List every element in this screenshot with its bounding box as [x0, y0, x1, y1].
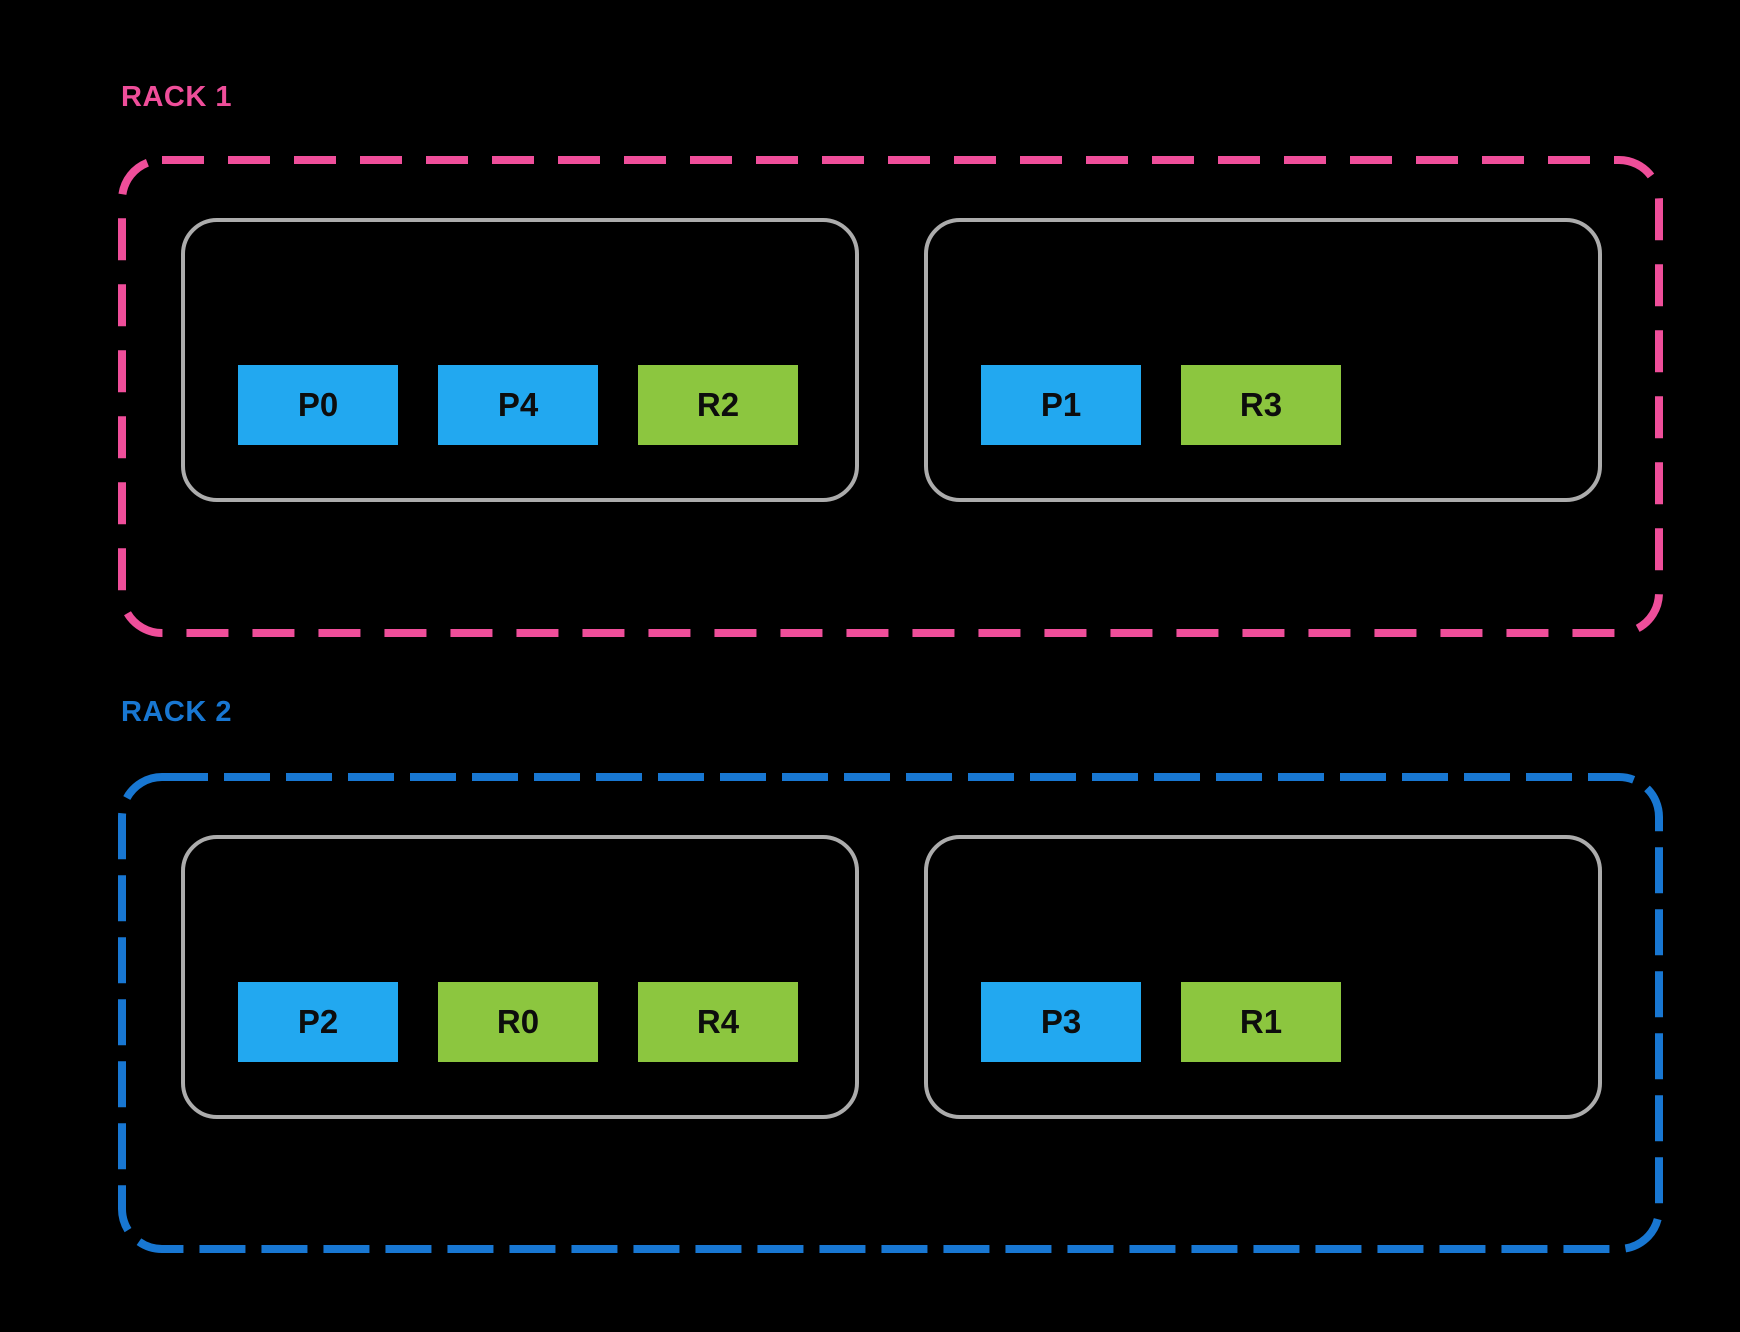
replica-chip-r1: R1 — [1181, 982, 1341, 1062]
rack-2-node-2: P3 R1 — [924, 835, 1602, 1119]
rack-2-label: RACK 2 — [121, 696, 232, 728]
replica-chip-r4: R4 — [638, 982, 798, 1062]
partition-chip-p4: P4 — [438, 365, 598, 445]
replica-chip-r2: R2 — [638, 365, 798, 445]
replica-chip-r3: R3 — [1181, 365, 1341, 445]
rack-2-node-1: P2 R0 R4 — [181, 835, 859, 1119]
rack-1-node-1: P0 P4 R2 — [181, 218, 859, 502]
rack-2-dashed-border — [118, 773, 1663, 1253]
rack-1-dashed-border — [118, 156, 1663, 637]
partition-chip-p0: P0 — [238, 365, 398, 445]
rack-1-boundary — [118, 156, 1663, 637]
partition-chip-p3: P3 — [981, 982, 1141, 1062]
chip-row: P2 R0 R4 — [185, 982, 855, 1062]
replica-chip-r0: R0 — [438, 982, 598, 1062]
rack-2-boundary — [118, 773, 1663, 1253]
chip-row: P1 R3 — [928, 365, 1598, 445]
rack-1-node-2: P1 R3 — [924, 218, 1602, 502]
partition-chip-p2: P2 — [238, 982, 398, 1062]
chip-row: P0 P4 R2 — [185, 365, 855, 445]
partition-chip-p1: P1 — [981, 365, 1141, 445]
chip-row: P3 R1 — [928, 982, 1598, 1062]
rack-1-label: RACK 1 — [121, 81, 232, 113]
